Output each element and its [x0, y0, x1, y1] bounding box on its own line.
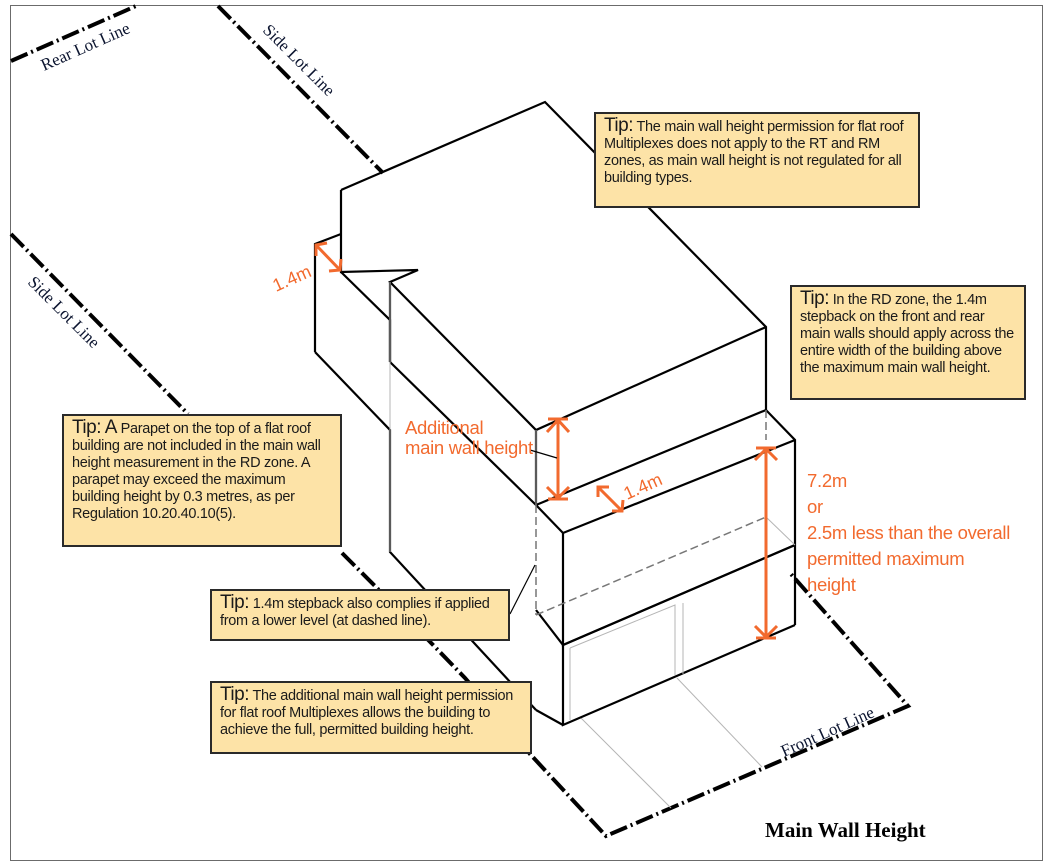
tip-heading: Tip: [220, 684, 249, 705]
additional-height-label-line1: Additional [405, 417, 484, 438]
tip-heading: Tip: [604, 115, 633, 136]
tip-heading: Tip: [800, 288, 829, 309]
rear-lot-line-label: Rear Lot Line [38, 19, 133, 75]
additional-height-label: Additional main wall height [405, 418, 533, 458]
tip-box-rd-stepback: Tip: In the RD zone, the 1.4m stepback o… [790, 285, 1026, 400]
tip-box-lower-level-stepback: Tip: 1.4m stepback also complies if appl… [210, 589, 510, 641]
dimension-arrows [314, 241, 779, 640]
lower-stepback-label: 1.4m [620, 469, 665, 504]
height-note-line3: 2.5m less than the overall [807, 522, 1011, 543]
walkway-lines [580, 677, 763, 809]
lower-stepback-arrow [596, 485, 624, 513]
additional-height-label-line2: main wall height [405, 437, 533, 458]
tip-text: 1.4m stepback also complies if applied f… [220, 596, 490, 629]
tip-box-additional-height: Tip: The additional main wall height per… [210, 681, 532, 754]
tip-text: The additional main wall height permissi… [220, 688, 514, 738]
tip-box-parapet: Tip: A Parapet on the top of a flat roof… [62, 414, 342, 547]
additional-height-leader [529, 449, 558, 459]
tip-text: Parapet on the top of a flat roof buildi… [72, 421, 321, 522]
tip-4-leader [509, 564, 536, 615]
side-lot-line-right [216, 4, 385, 175]
height-note-line5: height [807, 574, 856, 595]
height-note-line2: or [807, 496, 823, 517]
height-note-line1: 7.2m [807, 470, 847, 491]
side-lot-line-left [9, 232, 190, 416]
tip-heading: Tip: A [72, 417, 117, 438]
tip-text: The main wall height permission for flat… [604, 119, 904, 186]
upper-stepback-arrow [314, 243, 342, 272]
tip-text: In the RD zone, the 1.4m stepback on the… [800, 292, 1014, 376]
rear-lot-line [10, 4, 137, 63]
tip-box-rt-rm-zones: Tip: The main wall height permission for… [594, 112, 920, 208]
tip-heading: Tip: [220, 592, 249, 613]
front-lot-line-label: Front Lot Line [778, 703, 877, 761]
side-lot-line-label-left: Side Lot Line [24, 272, 104, 352]
upper-stepback-label: 1.4m [269, 261, 314, 296]
height-note-line4: permitted maximum [807, 548, 965, 569]
diagram-title: Main Wall Height [765, 818, 926, 842]
main-wall-height-label: 7.2m or 2.5m less than the overall permi… [807, 468, 1010, 598]
